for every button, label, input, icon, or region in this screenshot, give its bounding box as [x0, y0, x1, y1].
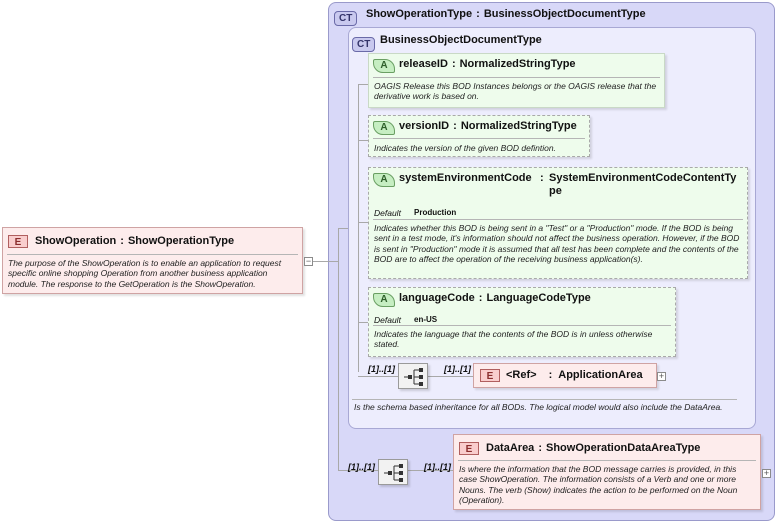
element-description: The purpose of the ShowOperation is to e…: [8, 258, 282, 289]
attribute-system-environment-code[interactable]: A systemEnvironmentCode : SystemEnvironm…: [368, 167, 748, 279]
sequence-compositor[interactable]: [398, 363, 428, 389]
outer-sequence-compositor[interactable]: [378, 459, 408, 485]
connector: [338, 228, 348, 229]
connector: [313, 261, 338, 262]
element-title: DataArea:ShowOperationDataAreaType: [486, 442, 701, 454]
element-description: Is where the information that the BOD me…: [459, 464, 738, 506]
attribute-description: Indicates whether this BOD is being sent…: [374, 223, 740, 265]
attribute-icon: A: [373, 173, 395, 187]
attribute-version-id[interactable]: A versionID:NormalizedStringType Indicat…: [368, 115, 590, 157]
attribute-description: Indicates the language that the contents…: [374, 329, 653, 350]
separator: [352, 399, 737, 400]
sequence-icon: [404, 368, 423, 386]
connector: [358, 376, 398, 377]
show-operation-element[interactable]: E ShowOperation:ShowOperationType The pu…: [2, 227, 303, 294]
attribute-language-code[interactable]: A languageCode:LanguageCodeType Default …: [368, 287, 676, 357]
element-title: ShowOperation:ShowOperationType: [35, 235, 235, 247]
sequence-icon: [384, 464, 403, 482]
ref-cardinality: [1]..[1]: [444, 364, 471, 374]
default-label: Default: [374, 315, 401, 325]
connector: [428, 376, 473, 377]
connector: [358, 140, 368, 141]
expand-data-area[interactable]: +: [762, 468, 771, 478]
separator: [373, 325, 671, 326]
data-area-element[interactable]: E DataArea:ShowOperationDataAreaType Is …: [453, 434, 761, 510]
outer-type-title: ShowOperationType:BusinessObjectDocument…: [366, 8, 646, 20]
inner-type-description: Is the schema based inheritance for all …: [354, 402, 723, 412]
connector: [358, 322, 368, 323]
complex-type-icon: CT: [334, 11, 358, 26]
separator: [7, 254, 298, 255]
default-value: en-US: [414, 315, 438, 324]
inner-type-title: BusinessObjectDocumentType: [380, 34, 542, 46]
connector: [358, 84, 368, 85]
connector: [408, 470, 453, 471]
attribute-title: releaseID:NormalizedStringType: [399, 58, 576, 70]
collapse-show-operation[interactable]: −: [304, 256, 313, 266]
attribute-icon: A: [373, 121, 395, 135]
separator: [373, 219, 743, 220]
connector: [338, 470, 378, 471]
inner-complex-type-badge: CT: [352, 34, 376, 52]
attribute-release-id[interactable]: A releaseID:NormalizedStringType OAGIS R…: [368, 53, 665, 108]
expand-application-area[interactable]: +: [657, 371, 666, 381]
attribute-icon: A: [373, 59, 395, 73]
element-icon: E: [480, 369, 500, 382]
attribute-icon: A: [373, 293, 395, 307]
element-icon: E: [459, 442, 479, 455]
complex-type-icon: CT: [352, 37, 376, 52]
application-area-ref[interactable]: E <Ref>:ApplicationArea: [473, 363, 657, 388]
connector: [358, 222, 368, 223]
outer-sequence-cardinality: [1]..[1]: [348, 462, 375, 472]
default-label: Default: [374, 208, 401, 218]
attribute-title: languageCode:LanguageCodeType: [399, 292, 591, 304]
attribute-title: versionID:NormalizedStringType: [399, 120, 577, 132]
default-value: Production: [414, 208, 457, 217]
attribute-connector-line: [358, 84, 359, 372]
connector: [338, 228, 339, 470]
separator: [373, 77, 660, 78]
attribute-description: Indicates the version of the given BOD d…: [374, 143, 556, 153]
separator: [373, 138, 585, 139]
complex-type-badge: CT: [334, 8, 358, 26]
element-title: <Ref>:ApplicationArea: [506, 369, 643, 381]
attribute-description: OAGIS Release this BOD Instances belongs…: [374, 81, 657, 102]
sequence-cardinality: [1]..[1]: [368, 364, 395, 374]
separator: [458, 460, 756, 461]
element-icon: E: [8, 235, 28, 248]
data-area-cardinality: [1]..[1]: [424, 462, 451, 472]
